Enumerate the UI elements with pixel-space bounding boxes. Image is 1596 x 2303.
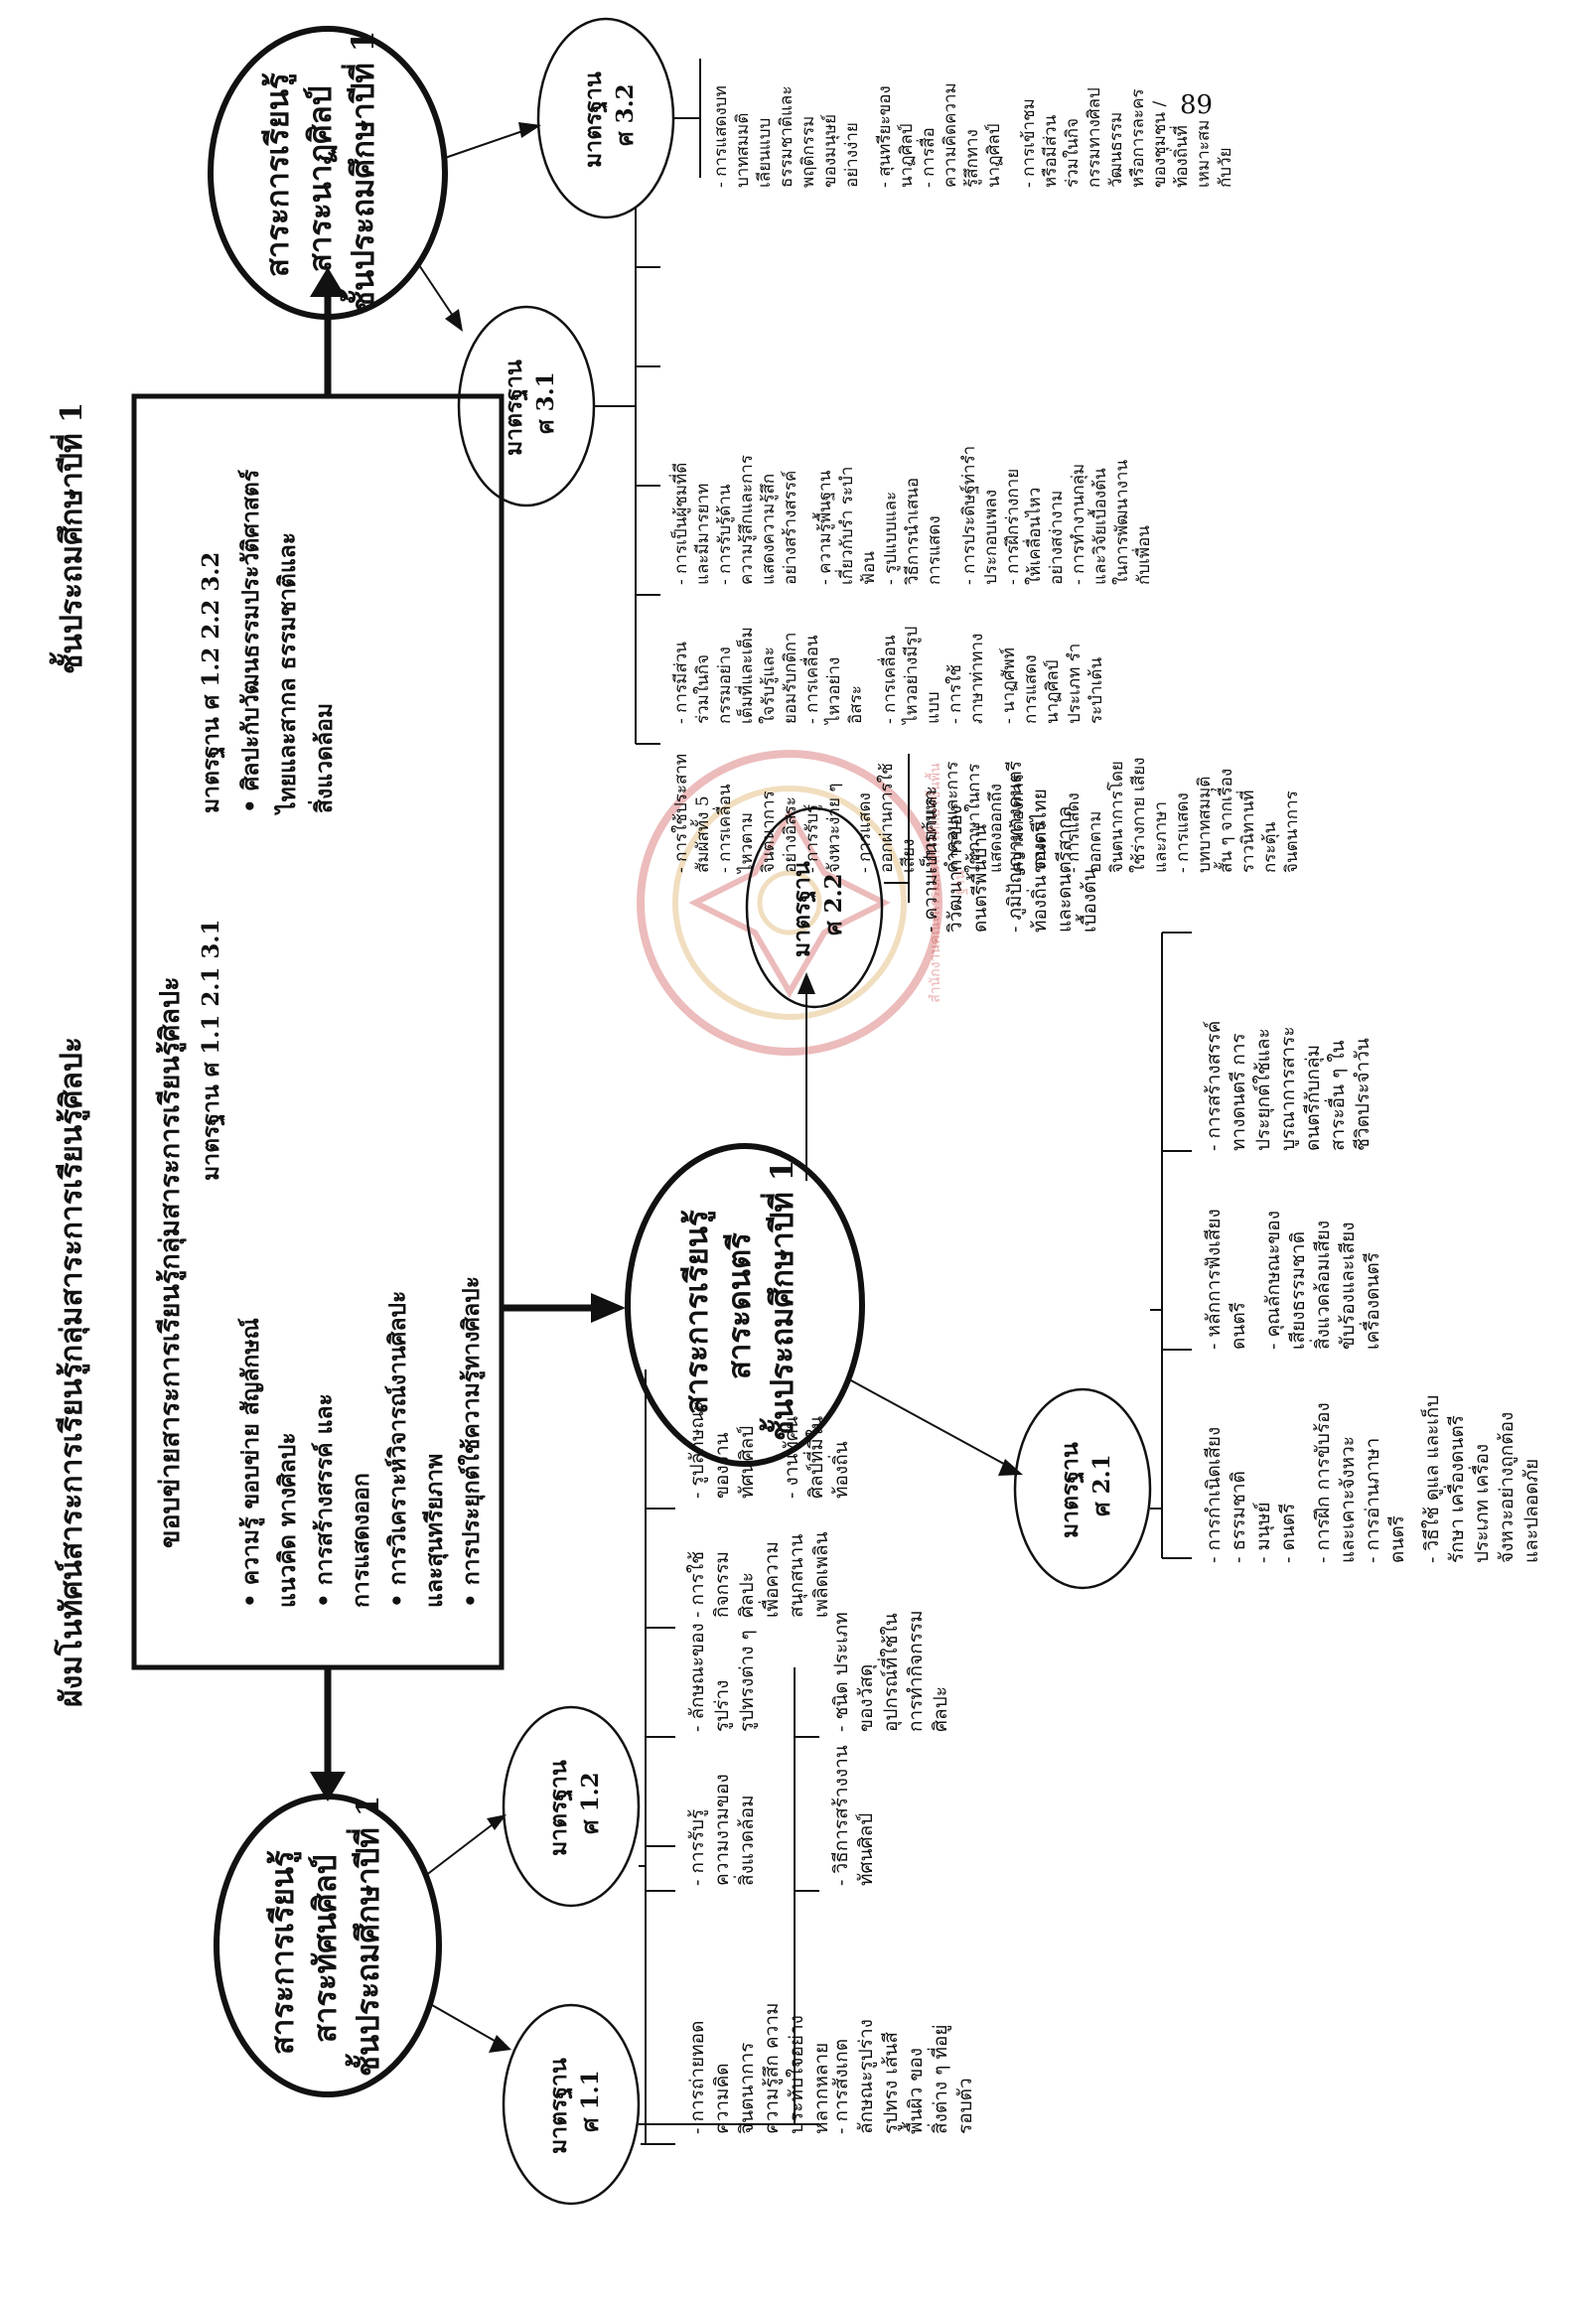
arrow-music-s21 — [848, 1378, 1014, 1470]
item-s11-c: - วิธีการสร้างงานทัศนศิลป์ — [830, 1745, 877, 1886]
arrow-visual-s12 — [424, 1820, 498, 1877]
item-s21-b: - การฝึก การขับร้องและเคาะจังหวะ- การอ่า… — [1312, 1402, 1408, 1563]
oval-drama-line: ชั้นประถมศึกษาปีที่ 1 — [340, 31, 381, 312]
item-s21-a: - การกำเนิดเสียง- ธรรมชาติ- มนุษย์- ดนตร… — [1203, 1426, 1299, 1563]
standard-s11 — [502, 2003, 641, 2206]
s21-label: มาตรฐาน — [1057, 1442, 1085, 1538]
s32-label: มาตรฐาน — [580, 72, 608, 168]
school-emblem-watermark — [637, 750, 943, 1056]
item-s21-d: - หลักการฟังเสียงดนตรี — [1203, 1209, 1249, 1350]
oval-visual-line: สาระทัศนศิลป์ — [308, 1855, 344, 2043]
item-s11-g: - การใช้กิจกรรมศิลปะเพื่อความสนุกสนานเพล… — [686, 1531, 832, 1618]
oval-music-line: สาระการเรียนรู้ — [679, 1210, 716, 1414]
oval-drama — [208, 26, 448, 320]
item-s12-b: - งานทัศนศิลป์ที่มีในท้องถิ่น — [781, 1415, 852, 1499]
item-s12-a: - รูปลักษณะของงานทัศนศิลป์ — [686, 1400, 758, 1499]
item-s31-e: - การเคลื่อนไหวอย่างมีรูปแบบ- การใช้ภาษา… — [880, 626, 987, 724]
core-left-line: • การสร้างสรรค์ และ — [311, 1393, 338, 1608]
item-s32-a: - การแสดงบทบาทสมมติเลียนแบบธรรมชาติและพฤ… — [711, 85, 862, 188]
standard-s12 — [502, 1705, 641, 1908]
core-left-line: และสุนทรียภาพ — [421, 1454, 449, 1608]
item-s31-c: - การแสดงออกตามจินตนาการโดยใช้ร่างกาย เส… — [1064, 757, 1302, 873]
core-right-line: ไทยและสากล ธรรมชาติและ — [273, 532, 301, 816]
core-left-line: • การวิเคราะห์วิจารณ์งานศิลปะ — [384, 1291, 411, 1608]
arrowhead — [798, 972, 815, 994]
item-s21-f: - การสร้างสรรค์ทางดนตรี การประยุกต์ใช้แล… — [1203, 1020, 1374, 1151]
item-s31-g: - การเป็นผู้ชมที่ดีและมีมารยาท- การรับรู… — [671, 455, 800, 585]
s22-label: มาตรฐาน — [789, 861, 816, 957]
arrow-drama-s31 — [416, 261, 458, 323]
core-content-box — [131, 393, 505, 1670]
core-box-title: ขอบข่ายสาระการเรียนรู้กลุ่มสาระการเรียนร… — [155, 976, 187, 1548]
standard-s22 — [745, 806, 884, 1009]
oval-visual-arts — [214, 1794, 442, 2097]
item-s11-e: - การรับรู้ความงามของสิ่งแวดล้อม — [686, 1774, 758, 1886]
s22-code: ศ 2.2 — [820, 873, 847, 936]
s31-code: ศ 3.1 — [532, 371, 559, 434]
s11-label: มาตรฐาน — [545, 2058, 573, 2154]
core-left-line: • การประยุกต์ใช้ความรู้ทางศิลปะ — [457, 1276, 486, 1608]
item-s11-b: - การสังเกตลักษณะรูปร่างรูปทรง เส้นสีพื้… — [830, 2019, 976, 2134]
item-s31-a: - การใช้ประสาทสัมผัสทั้ง 5- การเคลื่อนไห… — [671, 753, 844, 873]
core-right-line: • ศิลปะกับวัฒนธรรมประวัติศาสตร์ — [237, 469, 264, 813]
arrowhead — [518, 122, 541, 138]
item-s31-i: - การประดิษฐ์ท่ารำประกอบเพลง- การฝึกร่าง… — [959, 445, 1154, 585]
arrow-visual-s11 — [431, 2004, 503, 2046]
s31-label: มาตรฐาน — [501, 360, 528, 456]
arrowhead — [310, 267, 346, 297]
oval-visual-line: ชั้นประถมศึกษาปีที่ 1 — [345, 1796, 386, 2077]
heading-grade: ชั้นประถมศึกษาปีที่ 1 — [49, 402, 89, 674]
watermark-text: สำนักงานคณะกรรมการการศึกษาขั้นพื้นฐาน — [928, 763, 968, 1003]
bracket-lines — [594, 59, 1192, 2145]
oval-music-line: สาระดนตรี — [722, 1232, 758, 1379]
item-s11-d: - ชนิด ประเภทของวัสดุอุปกรณ์ที่ใช้ในการท… — [830, 1610, 951, 1732]
item-s31-f: - นาฏศัพท์การแสดงนาฏศิลป์ประเภท รำระบำเต… — [999, 643, 1106, 724]
item-s21-e: - คุณลักษณะของเสียงธรรมชาติสิ่งแวดล้อมเส… — [1262, 1211, 1383, 1350]
oval-music-line: ชั้นประถมศึกษาปีที่ 1 — [759, 1160, 800, 1441]
arrowhead — [591, 1293, 626, 1323]
item-s32-c: - การเข้าชมหรือมีส่วนร่วมในกิจกรรมทางศิล… — [1019, 87, 1235, 188]
core-left-line: • ความรู้ ขอบข่าย สัญลักษณ์ — [237, 1318, 265, 1608]
arrowhead — [489, 2035, 511, 2053]
oval-drama-line: สาระการเรียนรู้ — [260, 72, 297, 277]
s11-code: ศ 1.1 — [577, 2070, 604, 2132]
core-left-standards: มาตรฐาน ศ 1.1 2.1 3.1 — [198, 920, 225, 1181]
arrowhead — [310, 1772, 346, 1801]
standard-s21 — [1013, 1387, 1152, 1590]
core-left-line: การแสดงออก — [348, 1473, 374, 1608]
item-s21-c: - วิธีใช้ ดูแล และเก็บรักษา เครื่องดนตรี… — [1421, 1394, 1542, 1563]
core-left-line: แนวคิด ทางศิลปะ — [274, 1432, 301, 1608]
s12-label: มาตรฐาน — [545, 1760, 573, 1856]
heading-main: ผังมโนทัศน์สาระการเรียนรู้กลุ่มสาระการเร… — [53, 1037, 90, 1707]
arrowhead — [445, 309, 463, 332]
arrow-drama-s32 — [444, 127, 532, 159]
item-s11-f2: - ลักษณะของรูปร่างรูปทรงต่าง ๆ — [686, 1623, 758, 1732]
item-s31-h: - ความรู้พื้นฐานเกี่ยวกับรำ ระบำฟ้อน- รู… — [815, 466, 944, 585]
s32-code: ศ 3.2 — [612, 83, 639, 146]
s12-code: ศ 1.2 — [577, 1772, 604, 1834]
oval-music — [625, 1143, 865, 1467]
core-right-standards: มาตรฐาน ศ 1.2 2.2 3.2 — [198, 552, 225, 813]
s21-code: ศ 2.1 — [1088, 1454, 1115, 1516]
item-s32-b: - สุนทรียะของนาฏศิลป์- การสื่อความคิดควา… — [875, 82, 1004, 188]
item-s31-d: - การมีส่วนร่วมในกิจกรรมอย่างเต็มที่และเ… — [671, 627, 866, 724]
page-number: 89 — [1180, 90, 1213, 120]
item-s11-a: - การถ่ายทอดความคิดจินตนาการความรู้สึก ค… — [686, 2002, 832, 2135]
core-right-line: สิ่งแวดล้อม — [307, 703, 338, 813]
oval-visual-line: สาระการเรียนรู้ — [265, 1850, 302, 2055]
arrowhead — [487, 1814, 507, 1830]
oval-drama-line: สาระนาฏศิลป์ — [303, 86, 339, 272]
